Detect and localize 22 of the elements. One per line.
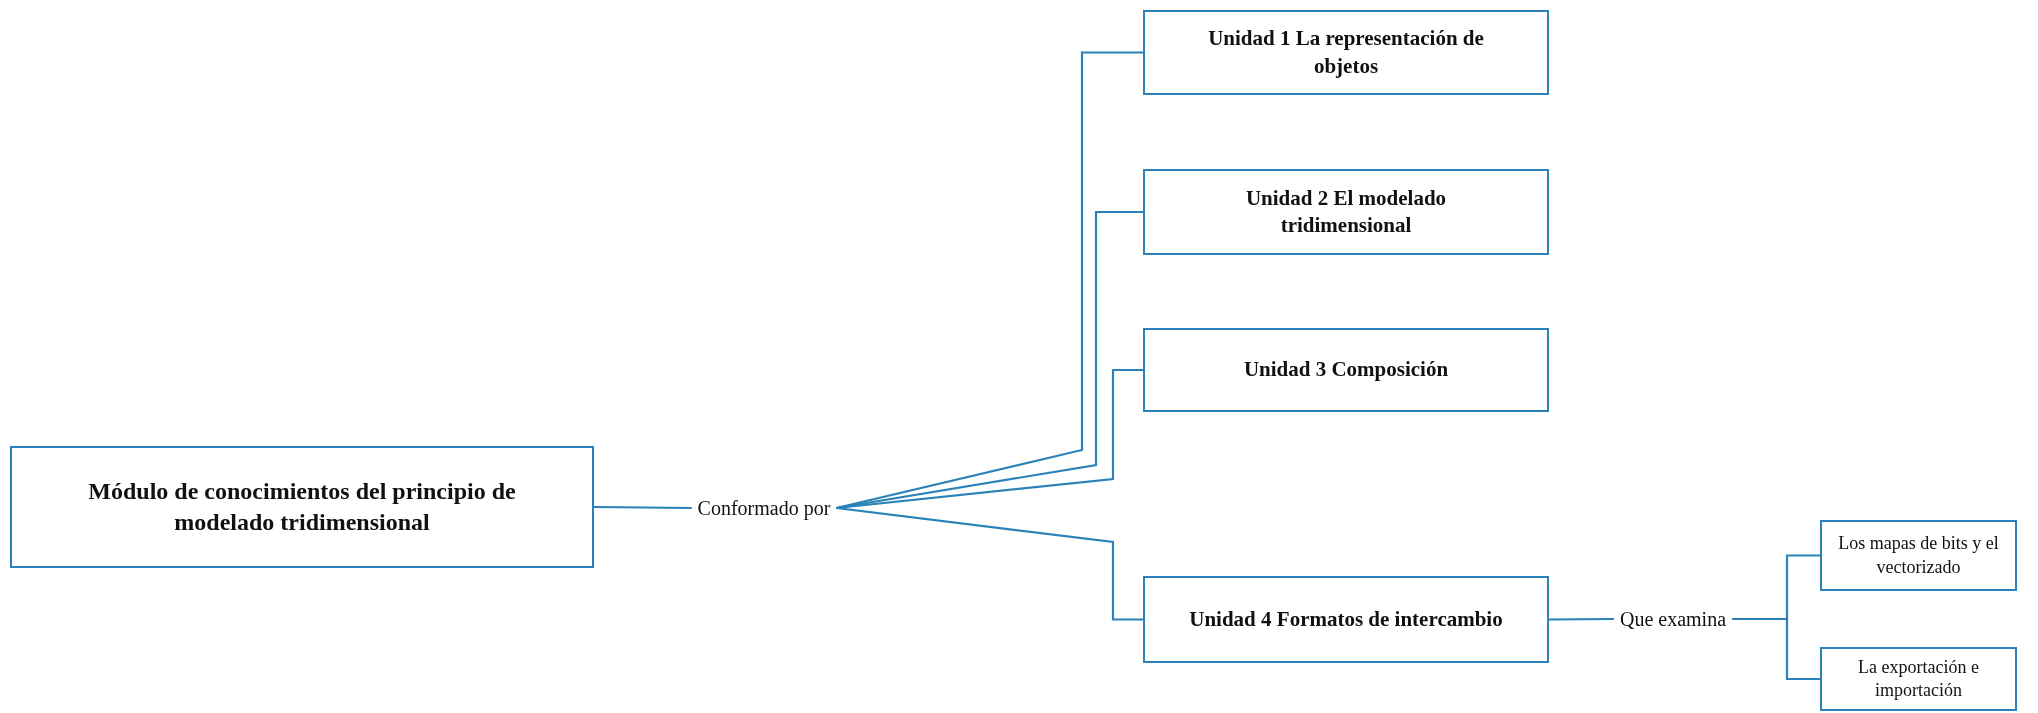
box-label: Módulo de conocimientos del principio de modelado tridimensional [87, 476, 517, 537]
unit-box [1143, 10, 1549, 95]
connector-line [836, 210, 1143, 510]
box-label: Unidad 2 El modelado tridimensional [1244, 184, 1448, 239]
connector-line [836, 51, 1143, 510]
unit-box [1143, 169, 1549, 255]
topic-box [1820, 647, 2017, 711]
connector-label: Que examina [1619, 607, 1727, 632]
topic-box [1820, 520, 2017, 591]
box-label: Los mapas de bits y el vectorizado [1837, 532, 2000, 579]
connector-line [836, 506, 1143, 621]
box-label: Unidad 3 Composición [1243, 356, 1449, 384]
box-label: Unidad 4 Formatos de intercambio [1189, 605, 1503, 633]
box-label: La exportación e importación [1857, 655, 1980, 702]
connector-line [594, 505, 692, 510]
connector-line [1732, 617, 1820, 681]
unit-box [1143, 576, 1549, 663]
connector-label: Conformado por [697, 496, 831, 521]
box-label: Unidad 1 La representación de objetos [1207, 25, 1485, 80]
unit-box [1143, 328, 1549, 412]
connector-line [1549, 617, 1614, 621]
topic-box [10, 446, 594, 568]
